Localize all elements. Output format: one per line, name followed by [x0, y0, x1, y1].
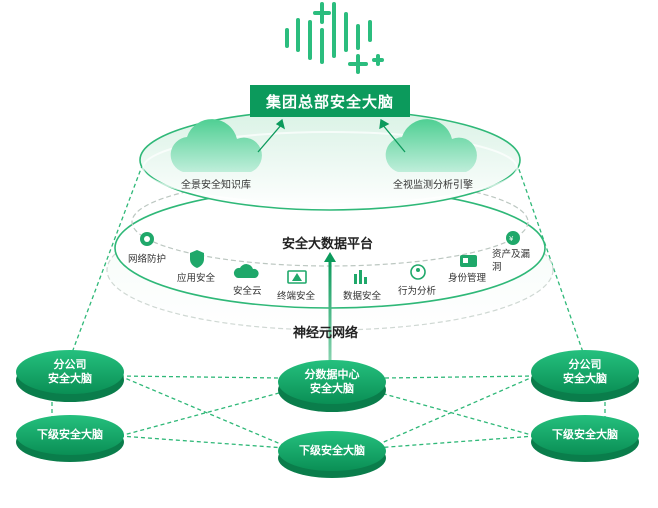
id-card-icon	[460, 255, 477, 267]
datacenter-line1: 分数据中心	[304, 368, 360, 381]
branch-right-line2: 安全大脑	[563, 372, 607, 385]
sub-right-label: 下级安全大脑	[552, 428, 618, 441]
branch-left-line2: 安全大脑	[48, 372, 92, 385]
branch-left-line1: 分公司	[53, 358, 87, 371]
branch-right-label: 分公司 安全大脑	[535, 358, 635, 386]
svg-text:¥: ¥	[509, 235, 514, 243]
knowledge-base-label: 全景安全知识库	[181, 180, 251, 191]
upward-arrow	[324, 252, 336, 376]
monitor-warning-icon	[287, 270, 307, 284]
knowledge-cloud-icon	[170, 119, 262, 172]
module-label-identity: 身份管理	[448, 273, 487, 284]
module-label-data: 数据安全	[343, 291, 382, 302]
node-branch-right[interactable]	[531, 350, 639, 402]
feed-arrows	[257, 118, 406, 153]
hq-title: 集团总部安全大脑	[250, 85, 410, 117]
node-branch-left[interactable]	[16, 350, 124, 402]
shield-app-icon	[190, 250, 204, 268]
engine-cloud-icon	[385, 119, 477, 172]
module-label-asset: 资产及漏洞	[492, 249, 531, 273]
branch-right-line1: 分公司	[568, 358, 602, 371]
datacenter-label: 分数据中心 安全大脑	[282, 368, 382, 396]
person-analysis-icon	[410, 264, 426, 280]
module-label-terminal: 终端安全	[277, 291, 316, 302]
bar-data-icon	[354, 270, 367, 284]
cloud-icon	[233, 264, 259, 278]
module-label-behavior: 行为分析	[398, 286, 437, 297]
shield-network-icon	[140, 232, 154, 246]
sub-center-label: 下级安全大脑	[299, 444, 365, 457]
module-label-cloud: 安全云	[233, 286, 262, 297]
network-links	[51, 157, 606, 449]
brand-logo-icon	[285, 2, 384, 74]
node-sub-right[interactable]	[531, 415, 639, 462]
node-datacenter[interactable]	[278, 360, 386, 412]
datacenter-line2: 安全大脑	[310, 382, 354, 395]
node-sub-center[interactable]	[278, 431, 386, 478]
module-label-app: 应用安全	[177, 273, 216, 284]
node-sub-left[interactable]	[16, 415, 124, 462]
branch-left-label: 分公司 安全大脑	[20, 358, 120, 386]
sub-left-label: 下级安全大脑	[37, 428, 103, 441]
asset-icon: ¥	[506, 231, 520, 245]
module-label-network: 网络防护	[128, 254, 167, 265]
platform-title: 安全大数据平台	[282, 237, 374, 252]
neural-title: 神经元网络	[293, 326, 359, 341]
analysis-engine-label: 全视监测分析引擎	[393, 180, 473, 191]
